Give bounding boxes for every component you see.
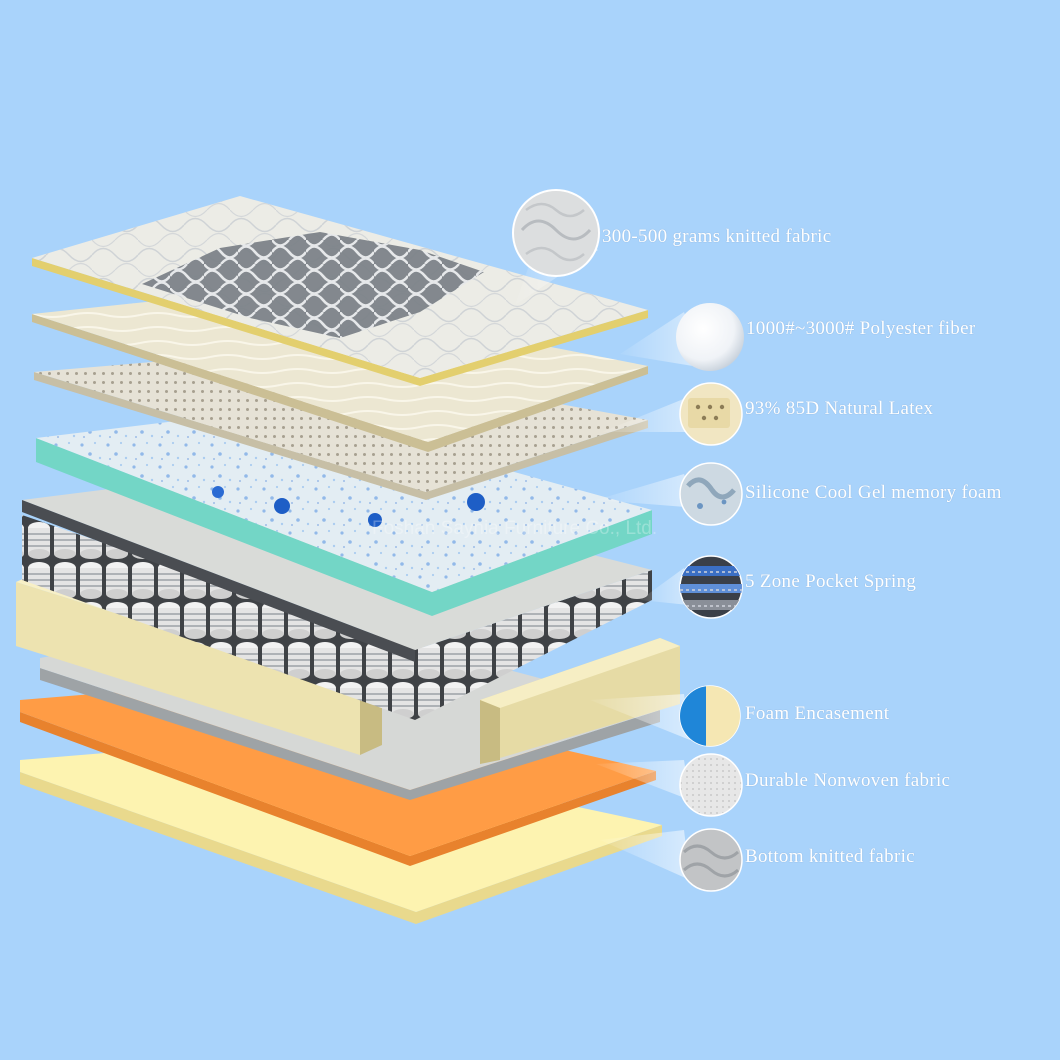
- latex-block-icon: [679, 382, 743, 446]
- polyester-fiber-layer: [32, 290, 648, 452]
- top-knitted-fabric-layer: [32, 196, 648, 386]
- label-natural-latex: 93% 85D Natural Latex: [745, 398, 934, 419]
- gel-foam-swatch-icon: [679, 462, 743, 526]
- watermark: Foshan Saynia Furniture Co., Ltd.: [372, 518, 658, 539]
- bottom-knitted-fabric-icon: [679, 828, 743, 892]
- label-foam-encasement: Foam Encasement: [745, 703, 890, 724]
- foam-encasement-icon: [679, 685, 741, 747]
- label-nonwoven-fabric: Durable Nonwoven fabric: [745, 770, 951, 791]
- nonwoven-fabric-icon: [679, 753, 743, 817]
- label-bottom-knitted-fabric: Bottom knitted fabric: [745, 846, 915, 867]
- polyester-fiber-ball-icon: [676, 303, 744, 371]
- label-pocket-spring: 5 Zone Pocket Spring: [745, 571, 917, 592]
- label-gel-memory-foam: Silicone Cool Gel memory foam: [745, 482, 1002, 503]
- pocket-spring-icon: [679, 555, 743, 619]
- label-knitted-fabric: 300-500 grams knitted fabric: [602, 226, 832, 247]
- knitted-fabric-swatch-icon: [512, 189, 600, 277]
- label-polyester-fiber: 1000#~3000# Polyester fiber: [746, 318, 976, 339]
- gel-memory-foam-layer: [36, 408, 652, 616]
